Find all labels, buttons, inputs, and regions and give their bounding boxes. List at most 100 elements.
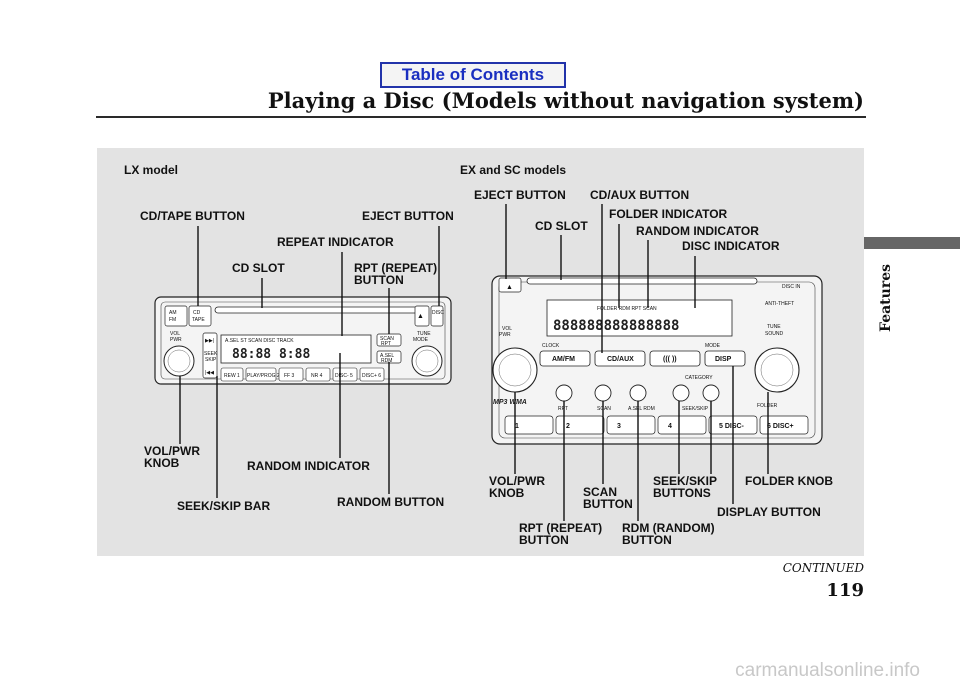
lx-repeat-indicator-label: REPEAT INDICATOR — [277, 235, 394, 249]
ex-display-digits: 888888888888888 — [553, 318, 679, 334]
svg-text:RDM: RDM — [381, 358, 392, 364]
lx-cd-tape-button-label: CD/TAPE BUTTON — [140, 209, 245, 223]
lx-cd-tape-label: CD — [193, 310, 201, 316]
lx-cd-slot-label: CD SLOT — [232, 261, 285, 275]
svg-text:RPT: RPT — [558, 406, 568, 412]
svg-text:VOL: VOL — [502, 326, 512, 332]
svg-text:2: 2 — [566, 423, 570, 430]
svg-text:SKIP: SKIP — [205, 357, 217, 363]
section-side-label[interactable]: Features — [877, 264, 894, 332]
lx-random-indicator-label: RANDOM INDICATOR — [247, 459, 370, 473]
ex-preset-buttons: 1 2 3 4 5 DISC- 6 DISC+ — [504, 415, 809, 435]
svg-text:FOLDER RDM RPT SCAN: FOLDER RDM RPT SCAN — [597, 306, 657, 312]
ex-random-indicator-label: RANDOM INDICATOR — [636, 224, 759, 238]
svg-text:PLAY/PROG 2: PLAY/PROG 2 — [247, 373, 280, 379]
svg-text:4: 4 — [668, 423, 672, 430]
svg-text:A.SEL: A.SEL — [380, 353, 394, 359]
svg-text:TUNE: TUNE — [417, 331, 431, 337]
ex-disc-indicator-label: DISC INDICATOR — [682, 239, 780, 253]
svg-text:TUNE: TUNE — [767, 324, 781, 330]
ex-model-label: EX and SC models — [460, 163, 566, 177]
svg-text:TAPE: TAPE — [192, 317, 205, 323]
watermark: carmanualsonline.info — [735, 660, 920, 681]
svg-text:▶▶|: ▶▶| — [205, 338, 214, 344]
svg-text:A.SEL ST SCAN DISC TRACK: A.SEL ST SCAN DISC TRACK — [225, 338, 294, 344]
svg-text:REW 1: REW 1 — [224, 373, 240, 379]
svg-text:1: 1 — [515, 423, 519, 430]
svg-text:DISC IN: DISC IN — [782, 284, 801, 290]
svg-text:A.SEL RDM: A.SEL RDM — [628, 406, 655, 412]
ex-leader-lines — [505, 204, 769, 521]
svg-text:CLOCK: CLOCK — [542, 343, 560, 349]
ex-eject-button-label: EJECT BUTTON — [474, 188, 566, 202]
svg-text:BUTTONS: BUTTONS — [653, 486, 711, 500]
svg-text:DISC+ 6: DISC+ 6 — [362, 373, 381, 379]
svg-text:SEEK: SEEK — [204, 351, 218, 357]
lx-vol-pwr-knob-label: VOL/PWR — [144, 444, 200, 458]
svg-text:5 DISC-: 5 DISC- — [719, 423, 745, 430]
svg-text:FM: FM — [169, 317, 176, 323]
lx-display-digits: 88:88 8:88 — [232, 347, 310, 362]
lx-radio-unit: AM FM CD TAPE ▲ DISC VOL PWR TUNE MODE ▶… — [154, 296, 452, 385]
lx-seek-skip-bar-label: SEEK/SKIP BAR — [177, 499, 270, 513]
ex-rdm-button-label: RDM (RANDOM) — [622, 521, 715, 535]
ex-eject-icon: ▲ — [506, 284, 513, 291]
svg-text:((( )): ((( )) — [663, 356, 677, 363]
ex-round-buttons: RPT SCAN A.SEL RDM SEEK/SKIP — [555, 384, 720, 412]
svg-text:MODE: MODE — [705, 343, 721, 349]
svg-text:BUTTON: BUTTON — [583, 497, 633, 511]
svg-text:DISC- 5: DISC- 5 — [335, 373, 353, 379]
lx-am-fm-label: AM — [169, 310, 177, 316]
ex-cd-slot-label: CD SLOT — [535, 219, 588, 233]
svg-text:ANTI-THEFT: ANTI-THEFT — [765, 301, 794, 307]
continued-note: CONTINUED — [782, 561, 864, 575]
svg-text:MP3 WMA: MP3 WMA — [493, 399, 527, 406]
svg-text:6 DISC+: 6 DISC+ — [767, 423, 794, 430]
ex-disp-label: DISP — [715, 356, 732, 363]
svg-text:BUTTON: BUTTON — [354, 273, 404, 287]
lx-leader-lines — [179, 226, 440, 498]
svg-text:KNOB: KNOB — [144, 456, 180, 470]
svg-text:FF 3: FF 3 — [284, 373, 294, 379]
ex-folder-indicator-label: FOLDER INDICATOR — [609, 207, 728, 221]
svg-text:SCAN: SCAN — [380, 336, 394, 342]
svg-text:PWR: PWR — [499, 332, 511, 338]
svg-text:|◀◀: |◀◀ — [205, 370, 214, 376]
ex-radio-unit: ▲ DISC IN ANTI-THEFT FOLDER RDM RPT SCAN… — [491, 275, 823, 445]
ex-display-button-label: DISPLAY BUTTON — [717, 505, 821, 519]
lx-eject-icon: ▲ — [417, 313, 424, 320]
figure-panel: AM FM CD TAPE ▲ DISC VOL PWR TUNE MODE ▶… — [97, 148, 864, 556]
svg-text:SCAN: SCAN — [597, 406, 611, 412]
svg-text:MODE: MODE — [413, 337, 429, 343]
ex-folder-knob-label: FOLDER KNOB — [745, 474, 833, 488]
svg-text:SEEK/SKIP: SEEK/SKIP — [682, 406, 709, 412]
svg-text:BUTTON: BUTTON — [519, 533, 569, 547]
section-tab-marker[interactable] — [855, 237, 960, 249]
lx-random-button-label: RANDOM BUTTON — [337, 495, 444, 509]
svg-text:SOUND: SOUND — [765, 331, 783, 337]
lx-model-label: LX model — [124, 163, 178, 177]
svg-text:VOL: VOL — [170, 331, 180, 337]
svg-text:NR 4: NR 4 — [311, 373, 323, 379]
ex-seek-skip-buttons-label: SEEK/SKIP — [653, 474, 717, 488]
lx-rpt-button-label: RPT (REPEAT) — [354, 261, 437, 275]
svg-text:RPT: RPT — [381, 341, 391, 347]
ex-cd-aux-button-label: CD/AUX BUTTON — [590, 188, 689, 202]
lx-preset-buttons: REW 1 PLAY/PROG 2 FF 3 NR 4 DISC- 5 DISC… — [220, 367, 385, 382]
svg-text:PWR: PWR — [170, 337, 182, 343]
table-of-contents-button[interactable]: Table of Contents — [380, 62, 566, 88]
title-divider — [96, 116, 866, 118]
ex-rpt-button-label: RPT (REPEAT) — [519, 521, 602, 535]
radio-diagram: AM FM CD TAPE ▲ DISC VOL PWR TUNE MODE ▶… — [124, 163, 833, 547]
page-number: 119 — [826, 580, 864, 601]
svg-text:BUTTON: BUTTON — [622, 533, 672, 547]
ex-cd-aux-label: CD/AUX — [607, 356, 634, 363]
svg-text:3: 3 — [617, 423, 621, 430]
ex-am-fm-label: AM/FM — [552, 356, 575, 363]
ex-scan-button-label: SCAN — [583, 485, 617, 499]
ex-vol-pwr-knob-label: VOL/PWR — [489, 474, 545, 488]
lx-eject-button-label: EJECT BUTTON — [362, 209, 454, 223]
page-title: Playing a Disc (Models without navigatio… — [267, 88, 864, 113]
svg-text:DISC: DISC — [432, 310, 444, 316]
svg-text:CATEGORY: CATEGORY — [685, 375, 713, 381]
